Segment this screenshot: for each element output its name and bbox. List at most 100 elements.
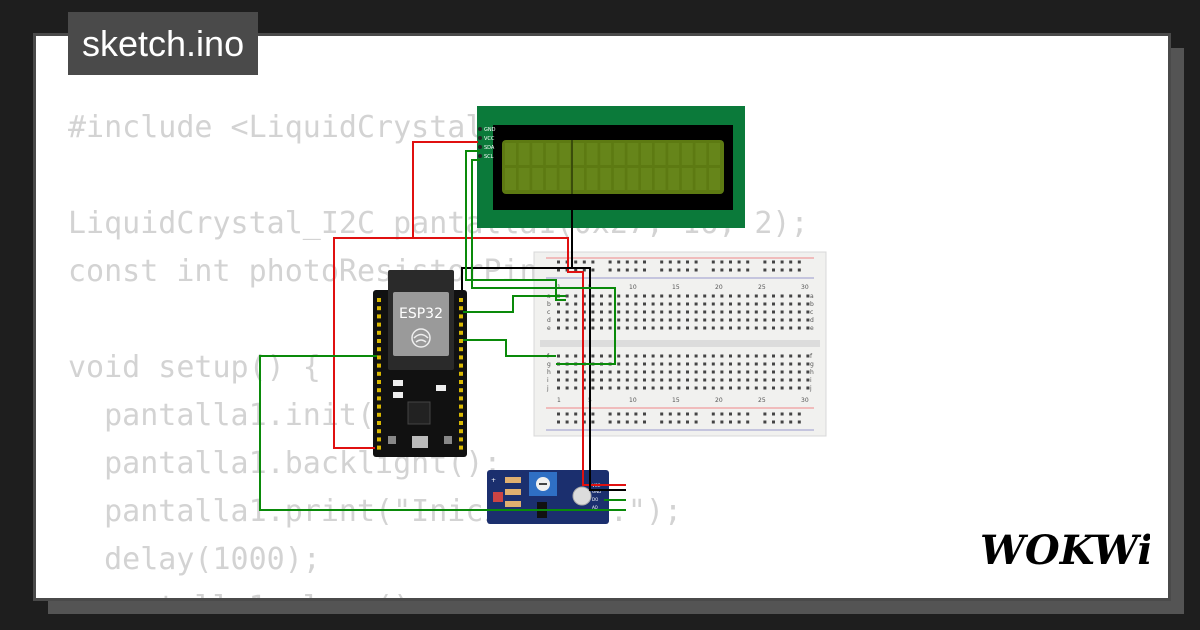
esp32-pin[interactable] — [459, 355, 463, 360]
breadboard-hole[interactable] — [797, 354, 801, 358]
breadboard-hole[interactable] — [557, 268, 560, 272]
breadboard-hole[interactable] — [677, 354, 681, 358]
esp32-pin[interactable] — [377, 404, 381, 409]
breadboard-hole[interactable] — [729, 294, 732, 298]
breadboard-hole[interactable] — [557, 310, 560, 314]
breadboard-hole[interactable] — [780, 386, 784, 390]
breadboard-hole[interactable] — [677, 378, 681, 382]
breadboard-hole[interactable] — [557, 318, 560, 322]
breadboard-hole[interactable] — [565, 412, 569, 416]
breadboard-hole[interactable] — [772, 302, 775, 306]
breadboard-hole[interactable] — [582, 370, 586, 374]
breadboard-hole[interactable] — [686, 268, 689, 272]
esp32-pin[interactable] — [377, 339, 381, 343]
breadboard-hole[interactable] — [746, 302, 750, 306]
breadboard-hole[interactable] — [634, 378, 638, 382]
wire-green[interactable] — [463, 339, 556, 357]
breadboard-hole[interactable] — [729, 378, 732, 382]
breadboard-hole[interactable] — [703, 310, 707, 314]
esp32-pin[interactable] — [377, 380, 381, 384]
esp32-pin[interactable] — [377, 445, 381, 450]
breadboard-hole[interactable] — [703, 294, 707, 298]
breadboard-hole[interactable] — [746, 268, 750, 272]
breadboard-hole[interactable] — [694, 268, 698, 272]
breadboard-hole[interactable] — [625, 386, 629, 390]
breadboard-hole[interactable] — [789, 302, 793, 306]
breadboard-hole[interactable] — [720, 370, 724, 374]
lcd-pin[interactable] — [478, 145, 482, 149]
breadboard-hole[interactable] — [772, 260, 775, 264]
breadboard-hole[interactable] — [677, 318, 681, 322]
breadboard-hole[interactable] — [591, 302, 595, 306]
breadboard-hole[interactable] — [617, 362, 621, 366]
breadboard-hole[interactable] — [737, 318, 741, 322]
breadboard-hole[interactable] — [582, 310, 586, 314]
breadboard-hole[interactable] — [643, 294, 646, 298]
breadboard-hole[interactable] — [737, 370, 741, 374]
breadboard-hole[interactable] — [668, 260, 672, 264]
breadboard-hole[interactable] — [565, 370, 569, 374]
breadboard-hole[interactable] — [557, 370, 560, 374]
breadboard-hole[interactable] — [668, 386, 672, 390]
breadboard-hole[interactable] — [772, 386, 775, 390]
breadboard-hole[interactable] — [668, 354, 672, 358]
breadboard-hole[interactable] — [789, 318, 793, 322]
breadboard-hole[interactable] — [797, 362, 801, 366]
breadboard-hole[interactable] — [772, 310, 775, 314]
breadboard-hole[interactable] — [651, 326, 655, 330]
breadboard-hole[interactable] — [746, 260, 750, 264]
breadboard-hole[interactable] — [643, 386, 646, 390]
breadboard-hole[interactable] — [643, 420, 646, 424]
breadboard-hole[interactable] — [565, 310, 569, 314]
breadboard-hole[interactable] — [772, 318, 775, 322]
esp32-pin[interactable] — [377, 429, 381, 434]
breadboard-hole[interactable] — [582, 354, 586, 358]
breadboard-hole[interactable] — [720, 326, 724, 330]
breadboard-hole[interactable] — [600, 378, 603, 382]
breadboard-hole[interactable] — [574, 354, 578, 358]
breadboard-hole[interactable] — [797, 268, 801, 272]
breadboard-hole[interactable] — [574, 420, 578, 424]
breadboard-hole[interactable] — [582, 378, 586, 382]
breadboard-hole[interactable] — [780, 260, 784, 264]
breadboard-hole[interactable] — [694, 412, 698, 416]
breadboard-hole[interactable] — [806, 302, 810, 306]
breadboard-hole[interactable] — [617, 302, 621, 306]
breadboard-hole[interactable] — [625, 412, 629, 416]
breadboard-hole[interactable] — [746, 318, 750, 322]
breadboard-hole[interactable] — [772, 268, 775, 272]
breadboard-hole[interactable] — [686, 378, 689, 382]
breadboard-hole[interactable] — [591, 310, 595, 314]
breadboard-hole[interactable] — [668, 302, 672, 306]
breadboard-hole[interactable] — [591, 354, 595, 358]
breadboard-hole[interactable] — [677, 412, 681, 416]
breadboard-hole[interactable] — [600, 370, 603, 374]
breadboard-hole[interactable] — [703, 386, 707, 390]
breadboard-hole[interactable] — [643, 260, 646, 264]
esp32-pin[interactable] — [459, 371, 463, 376]
breadboard-hole[interactable] — [780, 326, 784, 330]
breadboard-hole[interactable] — [763, 420, 767, 424]
breadboard-hole[interactable] — [780, 310, 784, 314]
breadboard-hole[interactable] — [668, 326, 672, 330]
esp32-pin[interactable] — [377, 421, 381, 425]
breadboard-hole[interactable] — [729, 354, 732, 358]
breadboard-hole[interactable] — [703, 362, 707, 366]
breadboard-hole[interactable] — [754, 354, 758, 358]
breadboard-hole[interactable] — [608, 354, 612, 358]
esp32-pin[interactable] — [459, 380, 463, 384]
breadboard-hole[interactable] — [557, 420, 560, 424]
breadboard-hole[interactable] — [668, 318, 672, 322]
breadboard-hole[interactable] — [729, 362, 732, 366]
breadboard-hole[interactable] — [565, 294, 569, 298]
breadboard-hole[interactable] — [686, 310, 689, 314]
breadboard-hole[interactable] — [806, 310, 810, 314]
esp32-pin[interactable] — [459, 412, 463, 417]
breadboard-hole[interactable] — [591, 378, 595, 382]
breadboard-hole[interactable] — [754, 318, 758, 322]
breadboard-hole[interactable] — [557, 378, 560, 382]
breadboard-hole[interactable] — [686, 420, 689, 424]
breadboard-hole[interactable] — [677, 302, 681, 306]
breadboard-hole[interactable] — [591, 294, 595, 298]
breadboard-hole[interactable] — [565, 354, 569, 358]
